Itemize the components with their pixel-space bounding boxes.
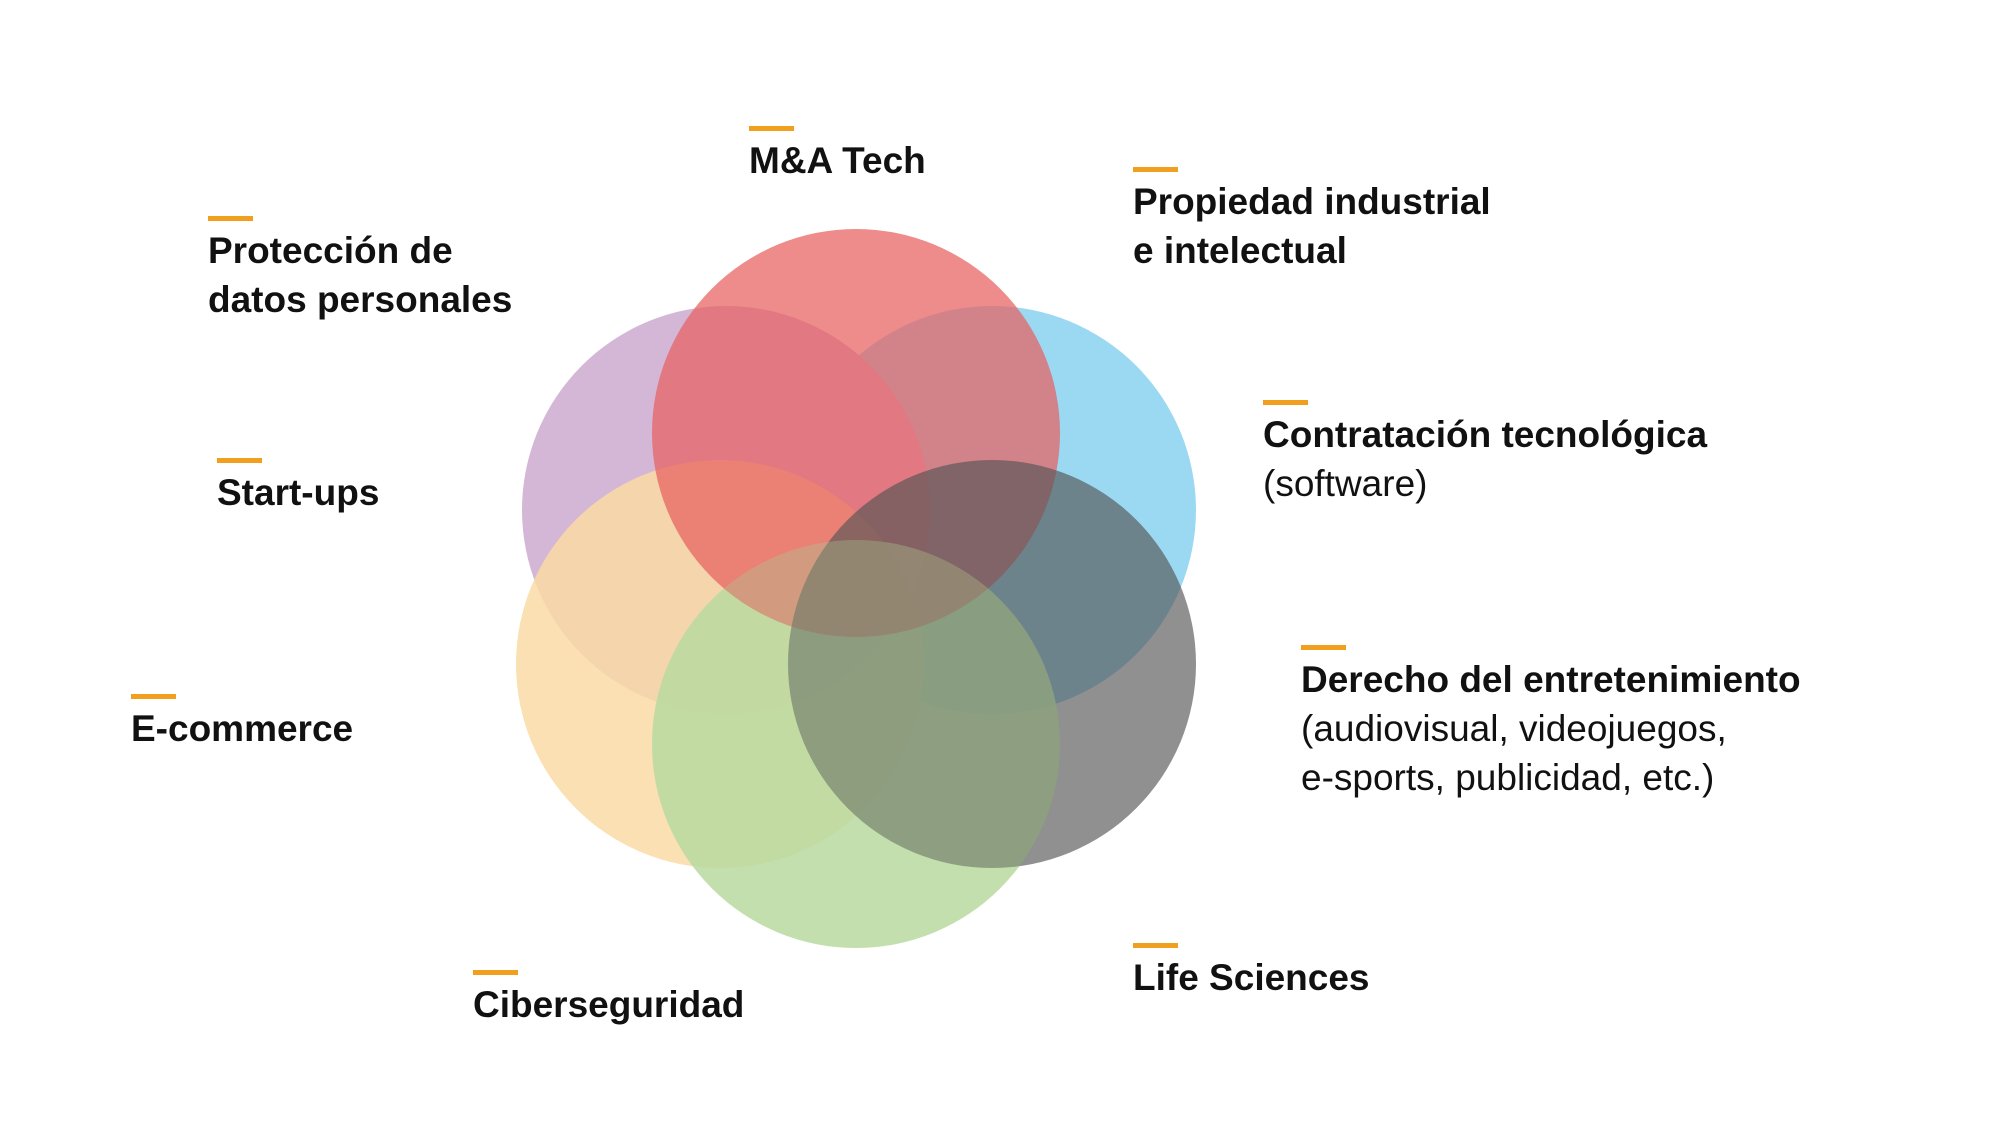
label-life-sciences: Life Sciences bbox=[1133, 943, 1370, 1002]
circle-green-overlay bbox=[652, 540, 1060, 948]
label-derecho: Derecho del entretenimiento (audiovisual… bbox=[1301, 645, 1801, 802]
accent-bar bbox=[1133, 943, 1178, 948]
accent-bar bbox=[131, 694, 176, 699]
accent-bar bbox=[749, 126, 794, 131]
accent-bar bbox=[208, 216, 253, 221]
label-ecommerce: E-commerce bbox=[131, 694, 353, 753]
label-propiedad: Propiedad industrial e intelectual bbox=[1133, 167, 1491, 275]
circle-dark bbox=[788, 460, 1196, 868]
accent-bar bbox=[1301, 645, 1346, 650]
accent-bar bbox=[217, 458, 262, 463]
label-ma-tech: M&A Tech bbox=[749, 126, 926, 185]
label-contratacion: Contratación tecnológica (software) bbox=[1263, 400, 1707, 508]
label-startups: Start-ups bbox=[217, 458, 379, 517]
accent-bar bbox=[473, 970, 518, 975]
accent-bar bbox=[1263, 400, 1308, 405]
accent-bar bbox=[1133, 167, 1178, 172]
label-proteccion: Protección de datos personales bbox=[208, 216, 512, 324]
label-ciberseguridad: Ciberseguridad bbox=[473, 970, 744, 1029]
